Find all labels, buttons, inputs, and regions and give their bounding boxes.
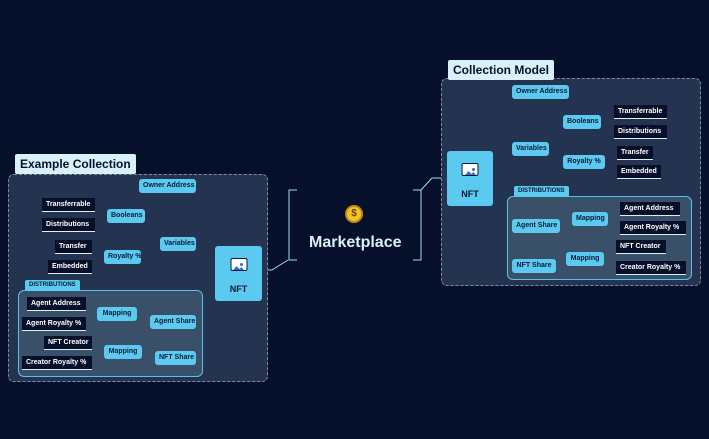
distributions-leaf[interactable]: Distributions	[42, 218, 95, 232]
nft-creator-leaf[interactable]: NFT Creator	[616, 240, 666, 254]
mapping-node-2[interactable]: Mapping	[566, 252, 604, 266]
example-collection-title: Example Collection	[15, 154, 136, 174]
agent-address-leaf[interactable]: Agent Address	[620, 202, 680, 216]
embedded-leaf[interactable]: Embedded	[48, 260, 92, 274]
collection-model-title: Collection Model	[448, 60, 554, 80]
distributions-tag: DISTRIBUTIONS	[514, 186, 569, 197]
creator-royalty-leaf[interactable]: Creator Royalty %	[22, 356, 92, 370]
owner-address-node[interactable]: Owner Address	[139, 179, 196, 193]
variables-node[interactable]: Variables	[512, 142, 549, 156]
mapping-node-2[interactable]: Mapping	[104, 345, 142, 359]
image-icon	[230, 258, 247, 271]
booleans-node[interactable]: Booleans	[107, 209, 145, 223]
nft-label: NFT	[229, 284, 248, 294]
agent-royalty-leaf[interactable]: Agent Royalty %	[22, 317, 86, 331]
variables-node[interactable]: Variables	[160, 237, 196, 251]
nft-root-node-left[interactable]: NFT	[215, 246, 262, 301]
creator-royalty-leaf[interactable]: Creator Royalty %	[616, 261, 686, 275]
agent-address-leaf[interactable]: Agent Address	[27, 297, 86, 311]
nft-share-node[interactable]: NFT Share	[512, 259, 556, 273]
nft-creator-leaf[interactable]: NFT Creator	[44, 336, 92, 350]
embedded-leaf[interactable]: Embedded	[617, 165, 661, 179]
distributions-tag: DISTRIBUTIONS	[25, 280, 80, 291]
marketplace-title: Marketplace	[309, 234, 402, 251]
nft-share-node[interactable]: NFT Share	[155, 351, 196, 365]
transfer-leaf[interactable]: Transfer	[617, 146, 653, 160]
royalty-node[interactable]: Royalty %	[104, 250, 141, 264]
mapping-node-1[interactable]: Mapping	[97, 307, 137, 321]
nft-root-node-right[interactable]: NFT	[447, 151, 493, 206]
distributions-leaf[interactable]: Distributions	[614, 125, 667, 139]
nft-label: NFT	[461, 189, 479, 199]
royalty-node[interactable]: Royalty %	[563, 155, 605, 169]
agent-royalty-leaf[interactable]: Agent Royalty %	[620, 221, 686, 235]
agent-share-node[interactable]: Agent Share	[512, 219, 560, 233]
image-icon	[461, 163, 479, 176]
transferrable-leaf[interactable]: Transferrable	[42, 198, 95, 212]
transferrable-leaf[interactable]: Transferrable	[614, 105, 667, 119]
mapping-node-1[interactable]: Mapping	[572, 212, 608, 226]
owner-address-node[interactable]: Owner Address	[512, 85, 569, 99]
booleans-node[interactable]: Booleans	[563, 115, 601, 129]
agent-share-node[interactable]: Agent Share	[150, 315, 196, 329]
coin-icon: $	[345, 205, 363, 223]
transfer-leaf[interactable]: Transfer	[55, 240, 92, 254]
